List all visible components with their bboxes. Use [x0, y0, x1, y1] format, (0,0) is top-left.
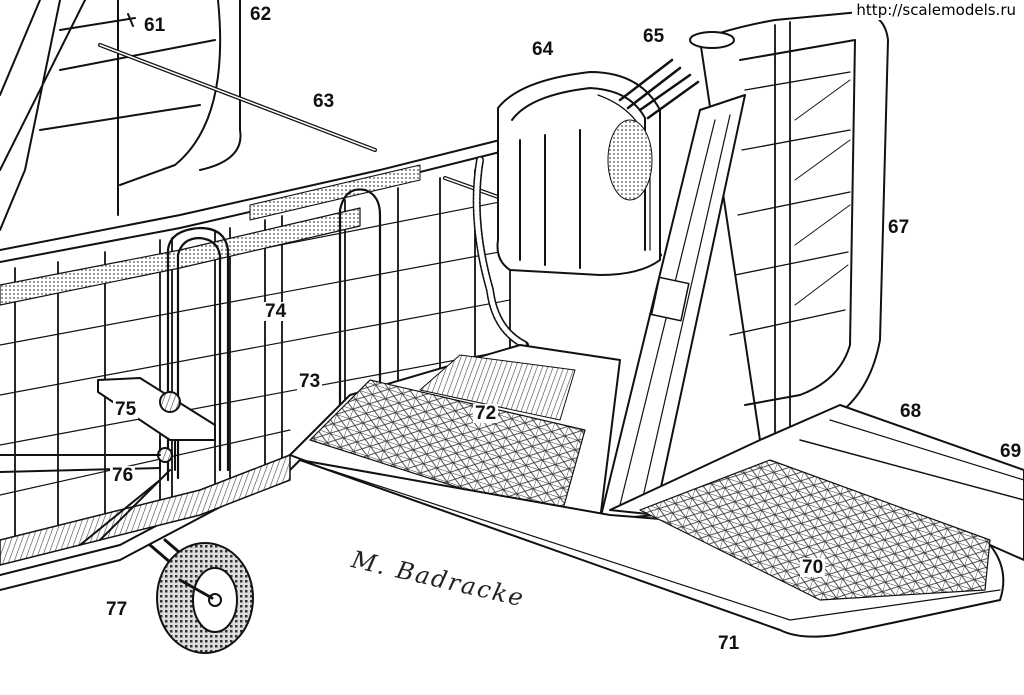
callout-77: 77	[106, 599, 128, 620]
cabin-floor	[0, 454, 291, 566]
callout-65: 65	[643, 26, 665, 47]
source-watermark: http://scalemodels.ru	[852, 0, 1020, 20]
callout-64: 64	[532, 39, 554, 60]
callout-67: 67	[888, 217, 910, 238]
callout-69: 69	[1000, 441, 1022, 462]
callout-73: 73	[297, 371, 323, 392]
callout-63: 63	[313, 91, 335, 112]
callout-62: 62	[250, 4, 272, 25]
control-linkage	[0, 377, 216, 546]
cockpit-canopy-frame	[0, 0, 242, 231]
callout-70: 70	[800, 557, 826, 578]
callout-68: 68	[900, 401, 922, 422]
vertical-fin	[689, 11, 889, 441]
hoop-frames	[166, 188, 382, 482]
tailplane-right	[609, 404, 1024, 601]
twin-machine-guns	[618, 58, 700, 120]
callout-71: 71	[718, 633, 740, 654]
tailplane-left	[289, 344, 621, 541]
turret-housing	[496, 71, 661, 276]
callout-72: 72	[473, 403, 499, 424]
callout-61: 61	[144, 15, 166, 36]
callout-75: 75	[113, 399, 139, 420]
callout-76: 76	[110, 465, 136, 486]
tail-wheel	[148, 538, 254, 654]
callout-74: 74	[263, 301, 289, 322]
